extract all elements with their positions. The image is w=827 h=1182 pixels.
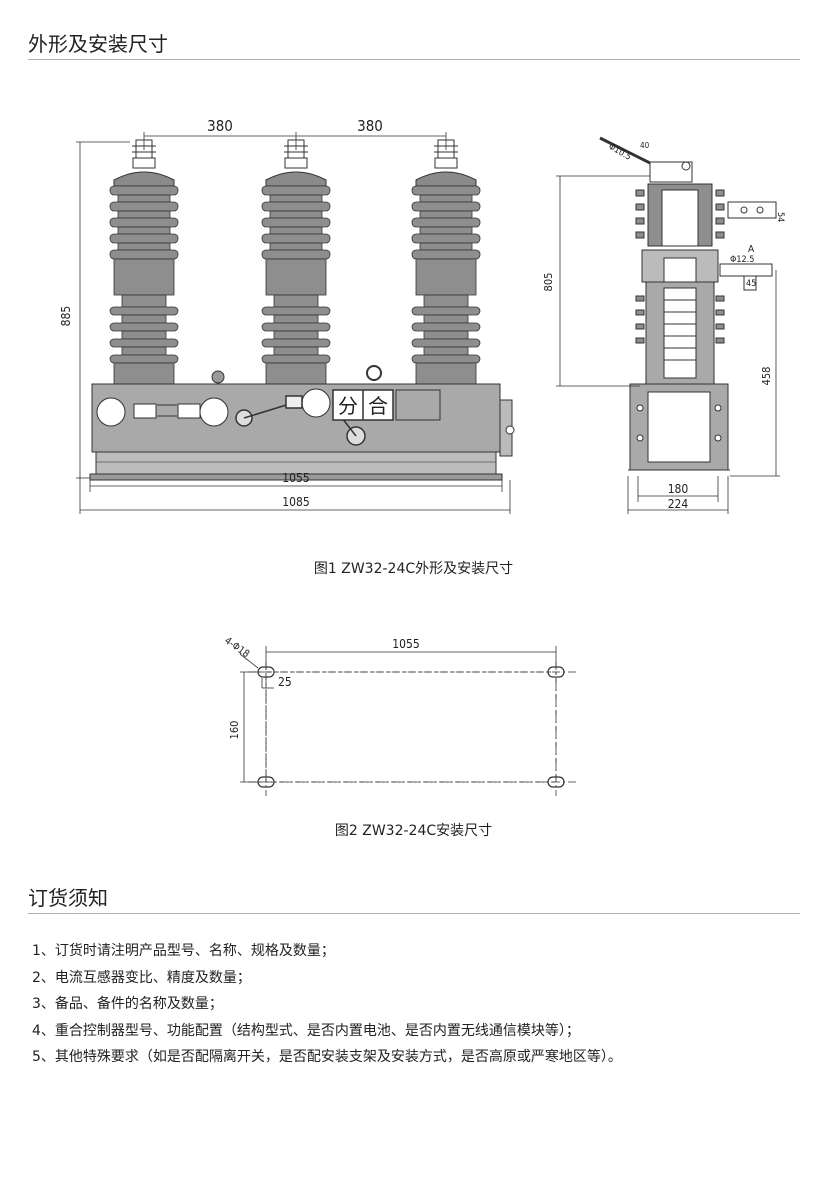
section-divider (28, 59, 800, 60)
fig2-dim-width: 1055 (392, 637, 419, 651)
fig2-slot-dim: 4-Φ18 (222, 635, 251, 660)
side-label-a: A (748, 244, 755, 255)
figure1-drawing: 380 380 885 分 合 (59, 117, 785, 514)
side-dim-54: 54 (775, 212, 785, 222)
ordering-notes-list: 1、订货时请注明产品型号、名称、规格及数量； 2、电流互感器变比、精度及数量； … (32, 938, 622, 1071)
figure1-caption: 图1 ZW32-24C外形及安装尺寸 (313, 561, 514, 577)
list-item: 5、其他特殊要求（如是否配隔离开关，是否配安装支架及安装方式，是否高原或严寒地区… (32, 1049, 622, 1065)
side-dim-45: 45 (746, 279, 756, 289)
side-dim-height: 805 (542, 273, 555, 292)
figure2-caption: 图2 ZW32-24C安装尺寸 (334, 823, 493, 839)
list-item: 3、备品、备件的名称及数量； (32, 996, 223, 1012)
close-label: 合 (368, 394, 388, 418)
section-title-dimensions: 外形及安装尺寸 (28, 32, 168, 56)
side-dim-lower: 458 (760, 367, 773, 386)
section-divider (28, 913, 800, 914)
figure2-drawing: 1055 160 25 4-Φ18 (222, 635, 576, 796)
list-item: 4、重合控制器型号、功能配置（结构型式、是否内置电池、是否内置无线通信模块等）； (32, 1022, 580, 1039)
dim-pole-spacing-2: 380 (357, 117, 383, 135)
dim-base-outer: 1085 (282, 495, 309, 509)
dim-base-inner: 1055 (282, 471, 309, 485)
side-dim-base-inner: 180 (668, 482, 689, 496)
list-item: 2、电流互感器变比、精度及数量； (32, 969, 251, 986)
side-dim-40: 40 (640, 141, 650, 150)
dim-height: 885 (59, 306, 73, 327)
open-label: 分 (338, 394, 358, 418)
side-dim-base-outer: 224 (668, 497, 689, 511)
fig2-dim-height: 160 (228, 721, 241, 740)
side-hole-dim-2: Φ12.5 (730, 255, 754, 265)
list-item: 1、订货时请注明产品型号、名称、规格及数量； (32, 943, 335, 959)
section-title-ordering: 订货须知 (28, 886, 108, 910)
fig2-dim-offset: 25 (278, 675, 292, 689)
dim-pole-spacing-1: 380 (207, 117, 233, 135)
side-hole-dim: Φ10.5 (607, 142, 633, 163)
